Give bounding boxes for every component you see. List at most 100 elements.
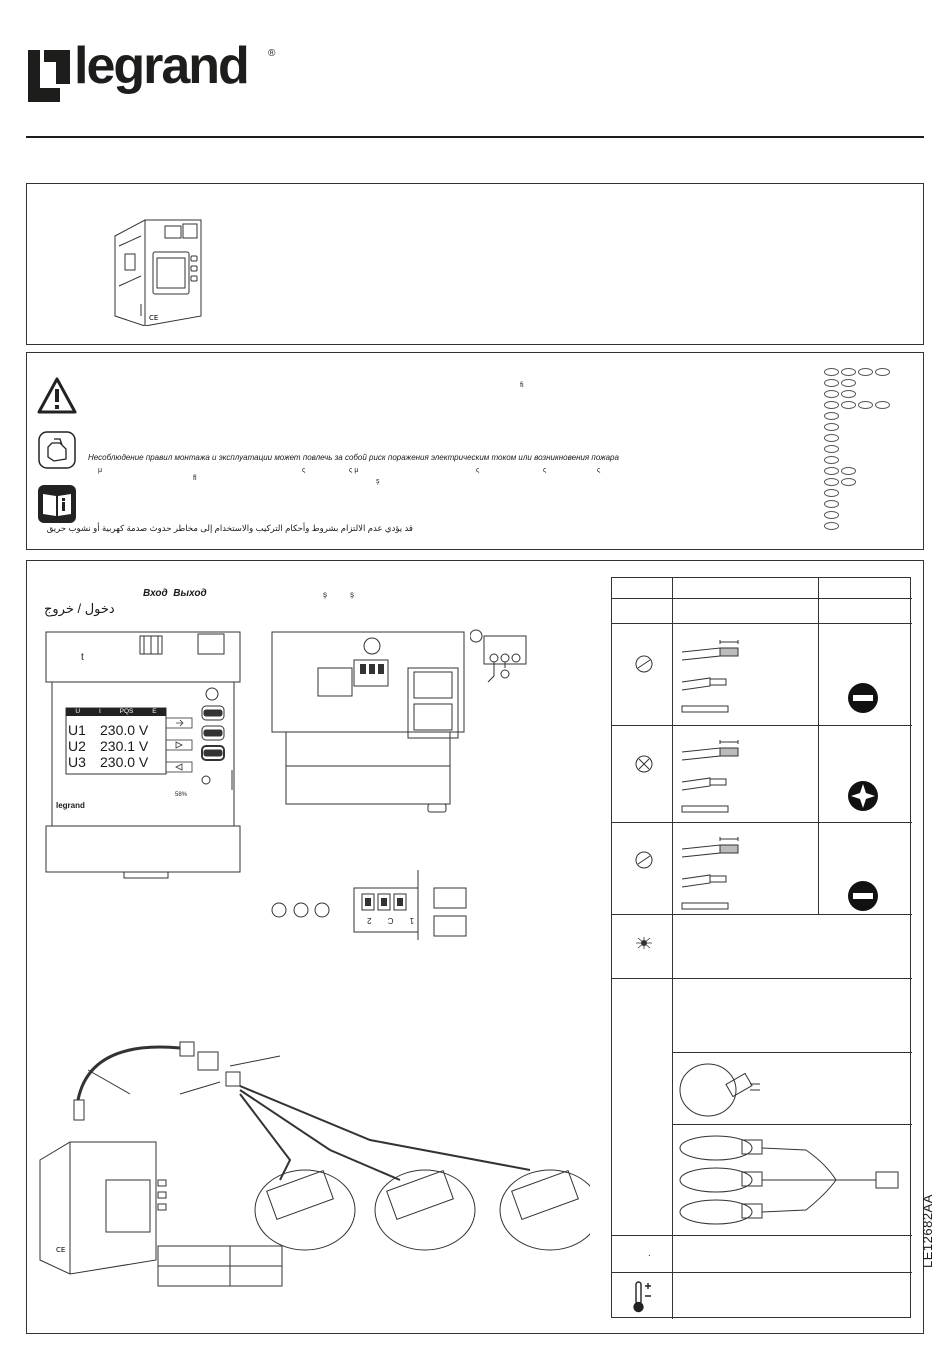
table-col-divider [818,578,819,914]
wire-strip-diagram [681,740,739,813]
language-oval [841,390,856,398]
device-front-view [45,631,241,879]
legrand-logo-mark-icon [28,50,70,102]
language-oval [875,401,890,409]
table-row-divider [612,1272,912,1273]
lcd-row-label: U3 [68,754,86,770]
specification-table: . [611,577,912,1319]
pozidriv-screwdriver-icon [848,781,878,811]
table-row-divider [612,978,912,979]
lcd-tab-pqs[interactable]: PQS [119,708,134,715]
language-oval [824,390,839,398]
language-oval [824,500,839,508]
product-illustration: CE [114,219,202,326]
hand-tool-icon [38,431,76,469]
flat-screwdriver-icon [848,683,878,713]
table-row-divider [612,623,912,624]
table-row-divider [612,822,912,823]
io-label-ar: دخول / خروج [44,601,115,616]
wire-strip-diagram [681,640,739,713]
language-oval [824,478,839,486]
stray-glyph: ş [376,478,380,485]
table-col-divider [672,578,673,1319]
table-row-divider [672,1052,912,1053]
flat-screwdriver-icon [848,881,878,911]
table-row-divider [612,598,912,599]
stray-glyph: ς [543,467,547,474]
lcd-tab-bar: U I PQS E [66,708,166,716]
lcd-tab-e[interactable]: E [152,708,157,715]
language-oval [858,368,873,376]
language-oval [824,467,839,475]
input-label-ru: Вход [143,588,168,599]
language-oval [824,368,839,376]
wire-strip-diagram [681,837,739,910]
language-oval [841,379,856,387]
language-oval [841,478,856,486]
table-row-divider [612,914,912,915]
language-oval [858,401,873,409]
flat-screw-head-icon [635,655,653,673]
table-row-divider [612,725,912,726]
current-sensor-assembly: CE [39,1041,590,1287]
output-label-ru: Выход [173,588,207,599]
table-row-divider [612,1235,912,1236]
lcd-row: U2 230.1 V [68,738,168,754]
next-arrow-icon [175,741,183,749]
table-dot-mark: . [648,1248,651,1259]
language-oval [875,368,890,376]
safety-section: fi μ fl ς ς μ ς ς ς ş [26,352,924,550]
stray-glyph: ς μ [349,467,359,474]
language-oval [841,467,856,475]
thermometer-icon [633,1281,651,1313]
prev-arrow-icon [175,763,183,771]
ce-mark-icon: CE [56,1246,65,1254]
flat-screw-head-icon [635,851,653,869]
stray-glyph: μ [98,467,103,474]
stray-glyph: ς [302,467,306,474]
lcd-nav-arrows [165,717,193,773]
spark-hazard-icon [636,937,652,949]
lcd-tab-u[interactable]: U [75,708,81,715]
language-oval [841,368,856,376]
lcd-row-value: 230.0 V [100,754,149,770]
io-label-ru: Вход Выход [143,588,207,599]
stray-glyph: ς [476,467,480,474]
brand-wordmark: legrand [74,37,250,95]
legrand-logo: legrand ® [26,40,275,108]
stray-glyph: ş [323,590,327,599]
lcd-row: U1 230.0 V [68,722,168,738]
lcd-tab-i[interactable]: I [98,708,101,715]
warning-text-ru: Несоблюдение правил монтажа и эксплуатац… [88,453,619,462]
rogowski-coil-triple [679,1135,899,1225]
language-oval [824,423,839,431]
lcd-percent-mark: 58% [175,792,188,798]
language-oval [824,379,839,387]
rogowski-coil-single [679,1063,760,1117]
lcd-readings: U1 230.0 V U2 230.1 V U3 230.0 V [68,722,168,770]
ce-mark-icon: CE [149,314,158,322]
language-oval [824,522,839,530]
warning-text-ar: قد يؤدي عدم الالتزام بشروط وأحكام التركي… [46,523,413,533]
language-oval [824,401,839,409]
installation-section [26,560,924,1334]
language-oval [824,434,839,442]
language-oval [824,445,839,453]
stray-glyph: fl [193,475,197,482]
front-label: t [81,652,84,663]
product-section: CE [26,183,924,345]
table-row-divider [672,1124,912,1125]
stray-glyph: fi [520,382,524,389]
lcd-row-value: 230.0 V [100,722,149,738]
registered-mark: ® [268,48,276,59]
device-brand-label: legrand [56,801,85,810]
stray-glyph: ş [350,590,354,599]
language-selector-ovals [822,366,902,534]
language-oval [824,412,839,420]
language-oval [824,511,839,519]
terminal-labels: 1 C 2 [360,916,415,925]
warning-triangle-icon [37,377,77,414]
document-code: LE12682AA [920,1194,935,1268]
lcd-row: U3 230.0 V [68,754,168,770]
lcd-row-value: 230.1 V [100,738,149,754]
